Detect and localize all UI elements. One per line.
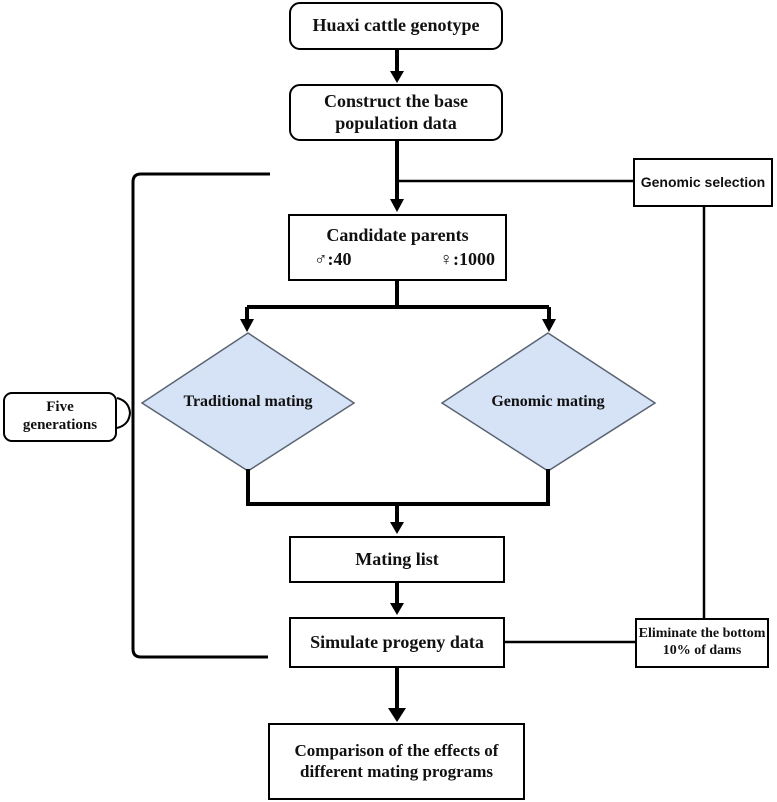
node-label: Mating list: [355, 548, 439, 569]
node-label-line1: Eliminate the bottom: [638, 626, 766, 642]
node-genomic-selection: Genomic selection: [633, 158, 773, 207]
candidate-counts-row: ♂:40 ♀:1000: [290, 249, 505, 270]
arrowhead-traditional: [240, 319, 254, 332]
node-label-line1: Five: [46, 399, 74, 416]
node-label-line2: generations: [22, 417, 98, 433]
node-title: Candidate parents: [326, 225, 469, 246]
label-genomic-mating: Genomic mating: [491, 393, 605, 410]
arrowhead-construct: [390, 71, 404, 83]
node-simulate-progeny-data: Simulate progeny data: [289, 617, 505, 668]
node-construct-base-population: Construct the base population data: [289, 84, 503, 141]
arrowhead-comparison: [388, 708, 406, 722]
node-label-line2: different mating programs: [300, 761, 493, 781]
node-label: Simulate progeny data: [310, 631, 484, 652]
node-label-line1: Comparison of the effects of: [294, 741, 499, 761]
node-mating-list: Mating list: [289, 536, 505, 583]
node-label-line2: population data: [335, 112, 457, 133]
arrowhead-simulate: [390, 603, 404, 615]
node-label: Huaxi cattle genotype: [312, 15, 480, 36]
node-label: Genomic selection: [640, 174, 766, 191]
arrowhead-genomic-mating: [542, 319, 556, 332]
node-comparison-of-effects: Comparison of the effects of different m…: [268, 723, 525, 800]
female-count: ♀:1000: [439, 248, 496, 269]
node-label-line1: Construct the base: [324, 91, 468, 112]
arrowhead-mating-list: [390, 522, 404, 534]
five-generations-bracket: [116, 397, 132, 429]
feedback-loop-line: [131, 172, 270, 659]
node-huaxi-cattle-genotype: Huaxi cattle genotype: [289, 2, 503, 50]
node-five-generations: Five generations: [3, 392, 117, 442]
male-count: ♂:40: [314, 248, 352, 269]
arrowhead-candidate: [390, 199, 404, 212]
node-label-line2: 10% of dams: [662, 643, 742, 658]
node-eliminate-bottom-dams: Eliminate the bottom 10% of dams: [635, 618, 769, 668]
node-candidate-parents: Candidate parents ♂:40 ♀:1000: [288, 214, 507, 281]
label-traditional-mating: Traditional mating: [183, 393, 313, 410]
